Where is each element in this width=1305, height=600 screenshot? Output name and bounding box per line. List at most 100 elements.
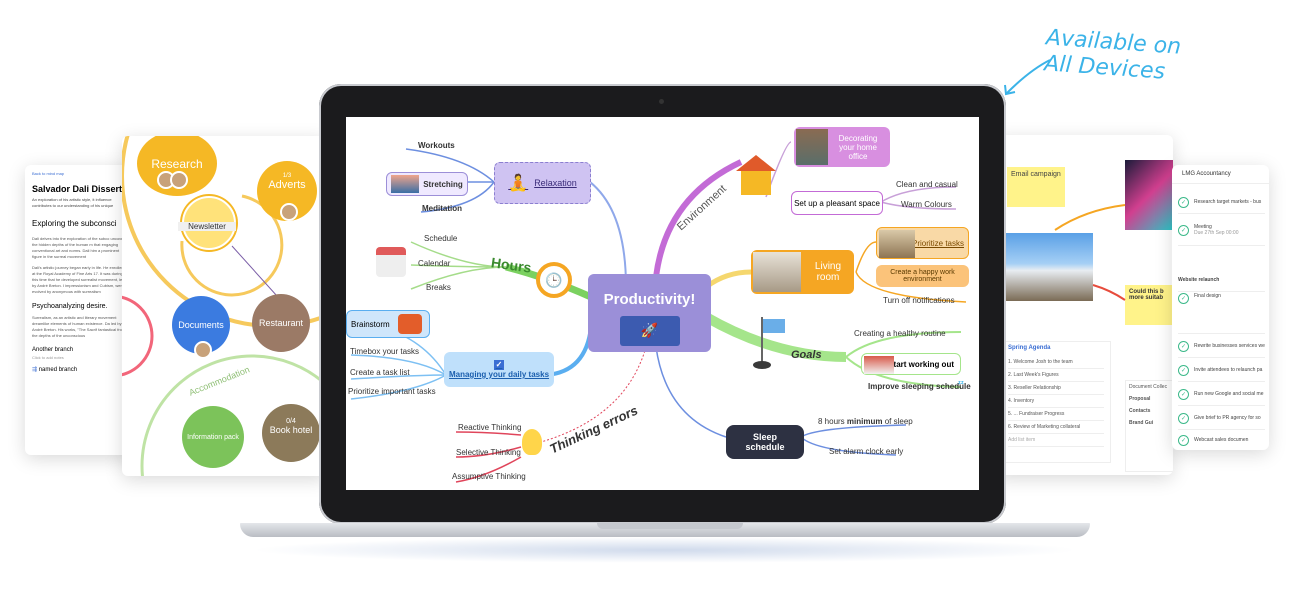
camera [659, 99, 664, 104]
clean-casual-label[interactable]: Clean and casual [896, 180, 958, 189]
decorating-node[interactable]: Decorating your home office [794, 127, 890, 167]
branch-label[interactable]: Another branch [32, 347, 74, 353]
check-icon[interactable]: ✓ [1178, 364, 1189, 376]
check-icon[interactable]: ✓ [1178, 388, 1189, 400]
person-icon: 🧘 [508, 175, 529, 192]
abstract-image [1125, 160, 1173, 230]
laptop-base [240, 523, 1090, 537]
relaxation-node[interactable]: 🧘Relaxation [494, 162, 591, 204]
calendar-icon [376, 247, 406, 277]
doc-item[interactable]: Contacts [1129, 408, 1151, 414]
task-item[interactable]: ✓Give brief to PR agency for so [1178, 407, 1265, 430]
agenda-item[interactable]: 2. Last Week's Figures [1008, 369, 1104, 382]
managing-node[interactable]: ✓ Managing your daily tasks [444, 352, 554, 387]
checkbox-icon: ✓ [494, 360, 504, 370]
task-item[interactable]: ✓Webcast sales documen [1178, 429, 1265, 450]
notes-hint[interactable]: Click to add notes [32, 355, 64, 360]
back-link[interactable]: Back to mind map [32, 171, 65, 176]
check-icon[interactable]: ✓ [1178, 196, 1189, 208]
rocket-icon: 🚀 [619, 315, 680, 346]
agenda-panel: Spring Agenda 1. Welcome Josh to the tea… [1001, 341, 1111, 463]
doc-heading-2: Psychoanalyzing desire. [32, 303, 108, 310]
task-item[interactable]: ✓Run new Google and social me [1178, 383, 1265, 406]
agenda-item[interactable]: 4. Inventory [1008, 395, 1104, 408]
happy-work-node[interactable]: Create a happy work environment [876, 265, 969, 287]
central-topic[interactable]: Productivity! 🚀 [588, 274, 711, 352]
avatar [194, 341, 212, 359]
task-item[interactable]: ✓Final design [1178, 293, 1265, 334]
pleasant-space-node[interactable]: Set up a pleasant space [791, 191, 883, 215]
branch-icon: ⇶ [32, 367, 39, 373]
could-this-note[interactable]: Could this b more suitab [1125, 285, 1173, 325]
check-icon[interactable]: ✓ [1178, 293, 1189, 304]
reactive-label[interactable]: Reactive Thinking [458, 423, 522, 432]
email-campaign-note[interactable]: Email campaign [1007, 167, 1065, 207]
task-item[interactable]: ✓Invite attendees to relaunch pa [1178, 359, 1265, 382]
check-icon[interactable]: ✓ [1178, 340, 1189, 352]
house-icon [736, 155, 776, 199]
schedule-label[interactable]: Schedule [424, 234, 458, 243]
flag-icon [751, 317, 787, 371]
laptop-notch [597, 523, 743, 529]
prioritize-tasks-node[interactable]: Prioritize tasks [876, 227, 969, 259]
living-room-image [753, 252, 801, 292]
add-list-item[interactable]: Add list item [1008, 434, 1104, 447]
information-pack-bubble[interactable]: Information pack [182, 406, 244, 468]
zzz-icon: ᶻᶻ [958, 379, 964, 388]
sleep-schedule-node[interactable]: Sleep schedule [726, 425, 804, 459]
named-branch[interactable]: ⇶ named branch [32, 367, 78, 373]
sleep-hours-label[interactable]: 8 hours minimum of sleep [818, 417, 913, 426]
meditation-label[interactable]: Meditation [422, 204, 462, 213]
breaks-label[interactable]: Breaks [426, 283, 451, 292]
doc-collection-title: Document Collec [1129, 384, 1168, 390]
start-working-node[interactable]: Start working out [861, 353, 961, 375]
workouts-label[interactable]: Workouts [418, 141, 455, 150]
right-card: Email campaign Could this b more suitab … [995, 135, 1173, 475]
agenda-item[interactable]: 6. Review of Marketing collateral [1008, 421, 1104, 434]
doc-heading-1: Exploring the subconsci [32, 219, 117, 228]
task-panel-title: LMG Accountancy [1172, 165, 1269, 184]
doc-item[interactable]: Proposal [1129, 396, 1151, 402]
stretching-node[interactable]: Stretching [386, 172, 468, 196]
agenda-item[interactable]: 1. Welcome Josh to the team [1008, 356, 1104, 369]
newsletter-label: Newsletter [178, 222, 236, 231]
workout-image [864, 356, 894, 374]
circle-map-card: Research 1/3 Adverts Newsletter Document… [122, 136, 327, 476]
document-card: Back to mind map Salvador Dali Dissert A… [25, 165, 135, 455]
warm-colours-label[interactable]: Warm Colours [901, 200, 952, 209]
check-icon[interactable]: ✓ [1178, 412, 1189, 424]
teapot-icon [397, 314, 422, 334]
doc-item[interactable]: Brand Gui [1129, 420, 1154, 426]
prioritize-important-label[interactable]: Prioritize important tasks [348, 387, 436, 396]
mountain-image [1003, 233, 1093, 301]
doc-intro: An exploration of his artistic style, it… [32, 197, 114, 208]
task-item[interactable]: ✓Research target markets - bus [1178, 191, 1265, 214]
calendar-label[interactable]: Calendar [418, 259, 451, 268]
connectors [1054, 204, 1126, 301]
check-icon[interactable]: ✓ [1178, 434, 1189, 446]
turn-off-label[interactable]: Turn off notifications [883, 296, 955, 305]
restaurant-bubble[interactable]: Restaurant [252, 294, 310, 352]
agenda-item[interactable]: 3. Reseller Relationship [1008, 382, 1104, 395]
tagline: Available on All Devices [1043, 25, 1181, 86]
selective-label[interactable]: Selective Thinking [456, 448, 521, 457]
doc-para-1: Dali delves into the exploration of the … [32, 236, 125, 259]
assumptive-label[interactable]: Assumptive Thinking [452, 472, 526, 481]
improve-sleep-label[interactable]: Improve sleeping schedule [868, 382, 971, 391]
healthy-routine-label[interactable]: Creating a healthy routine [854, 329, 946, 338]
timebox-label[interactable]: Timebox your tasks [350, 347, 420, 356]
task-group[interactable]: Website relaunch [1178, 269, 1265, 292]
goals-label[interactable]: Goals [791, 349, 822, 361]
brainstorm-node[interactable]: Brainstorm [346, 310, 430, 338]
create-list-label[interactable]: Create a task list [350, 368, 410, 377]
doc-title: Salvador Dali Dissert [32, 184, 123, 194]
living-room-node[interactable]: Living room [751, 250, 854, 294]
book-hotel-bubble[interactable]: 0/4 Book hotel [262, 404, 320, 462]
agenda-item[interactable]: 5. ... Fundraiser Progress [1008, 408, 1104, 421]
check-icon[interactable]: ✓ [1178, 224, 1189, 236]
task-item[interactable]: ✓Rewrite businesses services we [1178, 335, 1265, 358]
avatar [280, 203, 298, 221]
mindmap-screen: Productivity! 🚀 🧘Relaxation Stretching W… [346, 117, 979, 490]
alarm-label[interactable]: Set alarm clock early [829, 447, 904, 456]
